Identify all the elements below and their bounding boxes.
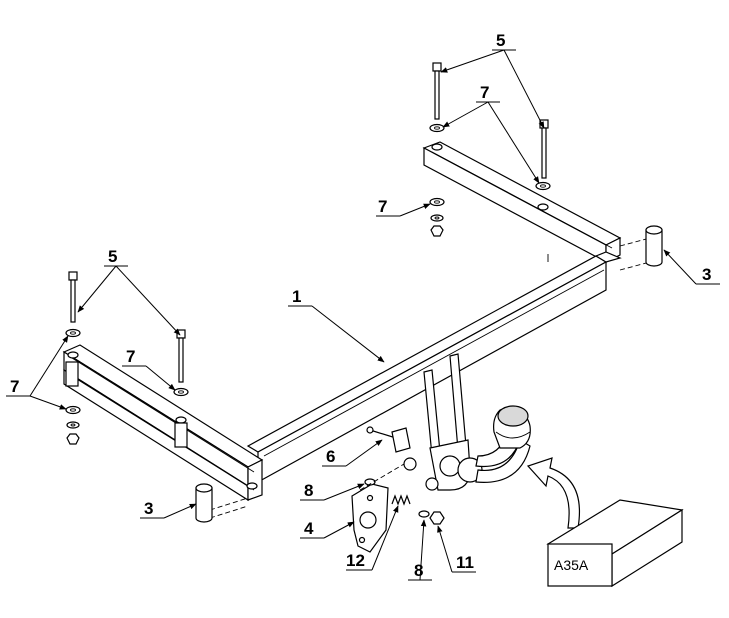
connector-plate [351, 483, 389, 553]
label-washer-top: 7 [480, 83, 489, 102]
label-pin: 6 [326, 447, 335, 466]
bolt-right-inner [539, 119, 549, 179]
label-plate: 4 [304, 519, 314, 538]
model-code-label: A35A [554, 557, 589, 573]
label-spring: 12 [346, 551, 365, 570]
spring [391, 494, 411, 506]
bolt-left-inner [176, 329, 186, 383]
sleeve-right [645, 225, 663, 267]
label-frame: 1 [292, 287, 301, 306]
label-nut: 11 [456, 553, 474, 572]
label-washer-small-bottom: 8 [414, 561, 423, 580]
label-washer-mid: 7 [378, 197, 387, 216]
leader-lines [6, 49, 720, 581]
locking-pin [366, 426, 411, 453]
tow-ball-neck [423, 353, 531, 491]
washers [65, 123, 551, 429]
label-sleeve-left: 3 [144, 499, 153, 518]
nuts [66, 225, 444, 445]
model-code-box: A35A [546, 499, 684, 588]
label-bolt-left: 5 [108, 247, 117, 266]
bolt-right-outer [432, 62, 442, 120]
label-washer-small-left: 8 [304, 481, 313, 500]
label-washer-left-inner: 7 [126, 347, 135, 366]
left-spacer-blocks [65, 361, 188, 448]
label-sleeve-right: 3 [702, 265, 711, 284]
left-side-bracket [62, 344, 264, 519]
sleeve-left [195, 483, 213, 523]
callout-labels: 5 7 7 3 5 1 7 7 6 8 3 4 12 8 11 [10, 31, 711, 580]
label-bolt-top: 5 [496, 31, 505, 50]
label-washer-left-outer: 7 [10, 377, 19, 396]
small-parts [359, 457, 445, 525]
bolt-left-outer [68, 271, 78, 323]
right-side-bracket [422, 141, 651, 271]
insert-direction-arrow [526, 457, 580, 529]
